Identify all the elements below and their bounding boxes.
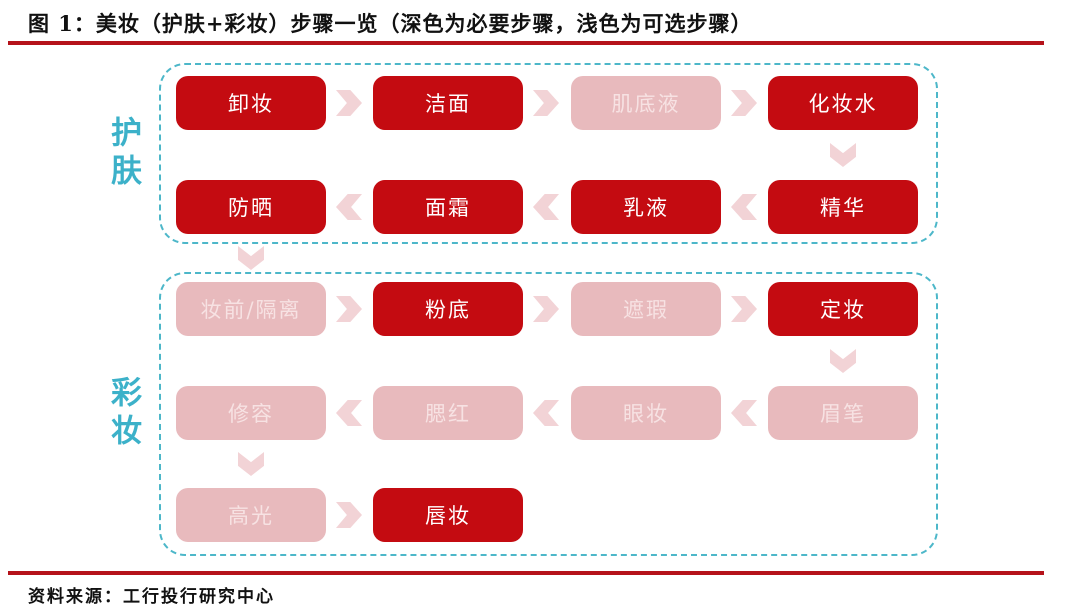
step-box: 眼妆: [571, 386, 721, 440]
step-box: 面霜: [373, 180, 523, 234]
step-box: 定妆: [768, 282, 918, 336]
title-rule: [8, 41, 1044, 45]
step-box: 遮瑕: [571, 282, 721, 336]
step-box: 肌底液: [571, 76, 721, 130]
step-box: 洁面: [373, 76, 523, 130]
step-box: 高光: [176, 488, 326, 542]
skincare-group-frame: [159, 63, 938, 244]
group-label-makeup: 彩妆: [105, 376, 141, 452]
step-box: 腮红: [373, 386, 523, 440]
step-box: 乳液: [571, 180, 721, 234]
step-box: 卸妆: [176, 76, 326, 130]
footer-rule: [8, 571, 1044, 575]
figure-title: 图 1：美妆（护肤+彩妆）步骤一览（深色为必要步骤，浅色为可选步骤）: [28, 11, 753, 36]
makeup-group-frame: [159, 272, 938, 556]
step-box: 化妆水: [768, 76, 918, 130]
step-box: 精华: [768, 180, 918, 234]
step-box: 防晒: [176, 180, 326, 234]
group-label-skincare: 护肤: [105, 115, 141, 192]
step-box: 修容: [176, 386, 326, 440]
step-box: 妆前/隔离: [176, 282, 326, 336]
source-note: 资料来源：工行投行研究中心: [28, 587, 275, 607]
step-box: 粉底: [373, 282, 523, 336]
step-box: 眉笔: [768, 386, 918, 440]
step-box: 唇妆: [373, 488, 523, 542]
arrow-down-icon: [238, 246, 264, 270]
